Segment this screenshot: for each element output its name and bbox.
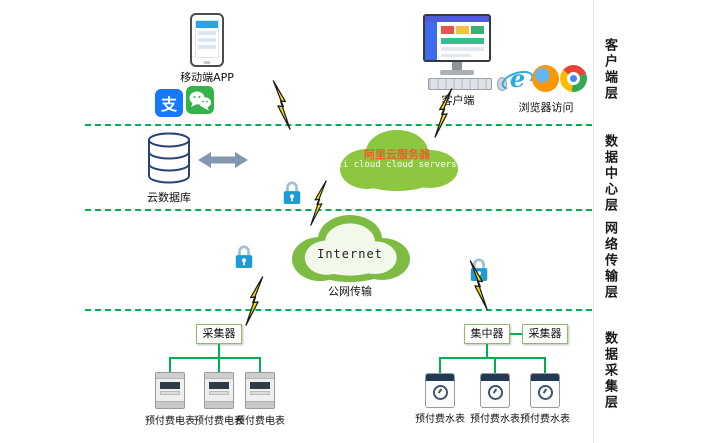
internet-cloud: Internet bbox=[286, 211, 414, 287]
wechat-icon bbox=[186, 86, 214, 114]
connector-wmeter-2 bbox=[494, 357, 496, 373]
sync-arrow-icon bbox=[198, 150, 248, 170]
chrome-browser-icon bbox=[560, 65, 587, 92]
browser-access-label: 浏览器访问 bbox=[518, 101, 574, 114]
water-meter bbox=[425, 373, 455, 408]
layer-label-collection: 数据采集层 bbox=[602, 331, 617, 411]
connector-left-bus bbox=[169, 357, 260, 359]
connector-right-drop bbox=[486, 344, 488, 357]
water-meter-label: 预付费水表 bbox=[520, 414, 570, 425]
lightning-icon-client bbox=[434, 88, 453, 138]
layer-label-network: 网络传输层 bbox=[602, 221, 617, 301]
monitor-stand bbox=[452, 62, 462, 71]
electric-meter bbox=[245, 372, 275, 409]
lock-icon-network-left bbox=[233, 243, 255, 271]
electric-meter bbox=[155, 372, 185, 409]
electric-meter bbox=[204, 372, 234, 409]
connector-left-drop bbox=[218, 344, 220, 357]
ali-cloud-title: 阿里云服务器 bbox=[364, 148, 430, 161]
water-meter bbox=[480, 373, 510, 408]
connector-emeter-2 bbox=[218, 357, 220, 373]
alipay-icon: 支 bbox=[155, 89, 183, 117]
cloud-db-label: 云数据库 bbox=[147, 191, 191, 204]
mobile-app-label: 移动端APP bbox=[180, 71, 234, 84]
phone-screen bbox=[195, 20, 219, 58]
concentrator-box: 集中器 bbox=[464, 324, 510, 344]
water-meter bbox=[530, 373, 560, 408]
connector-wmeter-3 bbox=[544, 357, 546, 373]
connector-emeter-1 bbox=[169, 357, 171, 373]
electric-meter-label: 预付费电表 bbox=[145, 416, 195, 427]
layer-label-datacenter: 数据中心层 bbox=[602, 134, 617, 214]
lightning-icon-cloud-link bbox=[310, 180, 327, 226]
lock-icon-datacenter bbox=[281, 179, 303, 207]
water-meter-label: 预付费水表 bbox=[470, 414, 520, 425]
keyboard-icon bbox=[428, 78, 492, 90]
firefox-browser-icon bbox=[532, 65, 559, 92]
layer-divider-1 bbox=[85, 124, 592, 126]
collector-box-left: 采集器 bbox=[196, 324, 242, 344]
right-border-line bbox=[593, 0, 594, 443]
smartphone-icon bbox=[190, 13, 224, 67]
electric-meter-label: 预付费电表 bbox=[194, 416, 244, 427]
public-network-label: 公网传输 bbox=[328, 285, 372, 298]
lightning-icon-mobile bbox=[272, 80, 291, 130]
connector-wmeter-1 bbox=[439, 357, 441, 373]
ie-browser-icon: e bbox=[504, 64, 531, 93]
layer-label-client: 客户端层 bbox=[602, 38, 617, 102]
layer-divider-3 bbox=[85, 309, 592, 311]
ali-cloud-subtitle: li cloud cloud servers bbox=[337, 160, 457, 170]
internet-label: Internet bbox=[317, 247, 383, 261]
lightning-icon-collector-left bbox=[245, 276, 264, 326]
client-pc-label: 客户端 bbox=[441, 94, 475, 107]
desktop-monitor-icon bbox=[423, 14, 491, 62]
layer-divider-2 bbox=[85, 209, 592, 211]
water-meter-label: 预付费水表 bbox=[415, 414, 465, 425]
cloud-database-icon bbox=[146, 131, 192, 187]
ali-cloud-server: 阿里云服务器 li cloud cloud servers bbox=[333, 125, 461, 193]
lightning-icon-collector-right bbox=[469, 260, 488, 310]
connector-emeter-3 bbox=[259, 357, 261, 373]
electric-meter-label: 预付费电表 bbox=[235, 416, 285, 427]
connector-right-bus bbox=[439, 357, 546, 359]
collector-box-right: 采集器 bbox=[522, 324, 568, 344]
monitor-base bbox=[440, 70, 474, 75]
alipay-glyph: 支 bbox=[160, 95, 177, 114]
connector-concentrator-collector bbox=[510, 333, 522, 335]
